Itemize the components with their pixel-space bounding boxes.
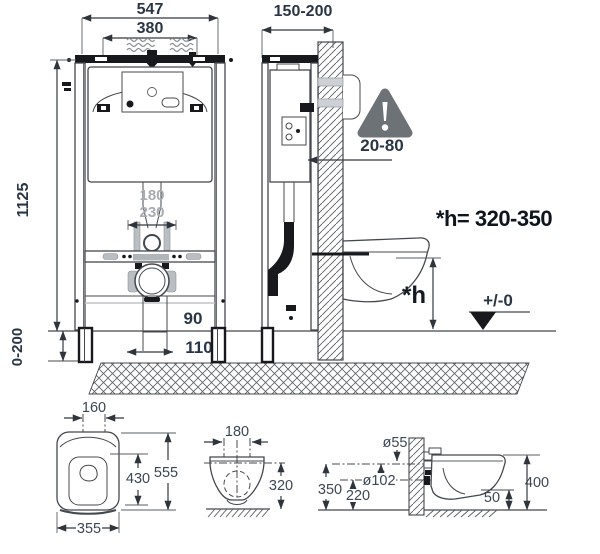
datum-level-icon [469,311,530,330]
dim-fixing-centres: 160 [82,400,106,416]
dim-inlet-centre-height: 350 [318,482,342,498]
dim-fixing-centres: 180 [225,424,249,440]
bowl-height-note: *h= 320-350 [436,206,552,231]
dim-inlet-depth-b: 230 [139,204,164,221]
dim-depth: 400 [525,475,549,491]
floor-hatch [425,509,498,518]
water-squiggle-icon [126,37,156,53]
dim-total-height: 555 [154,465,178,481]
floor-datum-label: +/-0 [483,291,513,310]
bowl-height-var: *h [402,282,426,309]
warning-triangle-icon [357,88,413,138]
pan-rear-outline [209,456,265,501]
dim-seat-height: 430 [126,471,150,487]
dim-frame-depth: 150-200 [274,3,333,20]
adjustable-foot [77,326,94,364]
dim-total-width: 547 [137,1,164,18]
frame-top-rail [75,55,225,63]
wall-section [408,437,425,516]
ground-crosshatch [88,362,530,395]
dim-total-height: 1125 [15,183,32,218]
waste-outlet [134,263,170,299]
flush-elbow [268,222,294,296]
dim-outlet-centre-height: 220 [346,488,370,504]
dim-outlet-height: 90 [184,309,203,328]
dim-foot-adjust: 0-200 [9,328,26,366]
pan-rear-view: 180 320 [204,424,293,518]
frame-front-view: 547 380 [9,1,233,366]
dim-width: 355 [77,521,101,537]
dim-inner-width: 380 [137,20,164,37]
dim-inlet-depth-a: 180 [139,187,164,204]
adjustable-foot [210,326,227,364]
pan-front-view: 160 430 555 355 [56,400,178,537]
floor-and-ground [48,330,556,395]
adjustable-foot [260,326,275,364]
dim-rim-drop: 50 [484,490,500,506]
water-squiggle-icon [169,37,194,53]
wc-bowl-side [430,454,506,500]
dim-outlet-offset: 110 [185,338,212,357]
pan-side-view: ø55 ø102 350 220 50 400 [316,435,549,518]
dim-wall-clearance: 20-80 [360,136,403,155]
dim-outlet-height: 320 [269,478,293,494]
dim-inlet-diameter: ø55 [383,435,408,451]
flush-bend [143,234,161,252]
wall-section [317,41,344,361]
fill-valve-dot [126,100,134,108]
dim-outlet-diameter: ø102 [362,473,395,489]
floor-hatch [207,508,270,518]
frame-side-view: 150-200 20-80 [260,3,553,364]
